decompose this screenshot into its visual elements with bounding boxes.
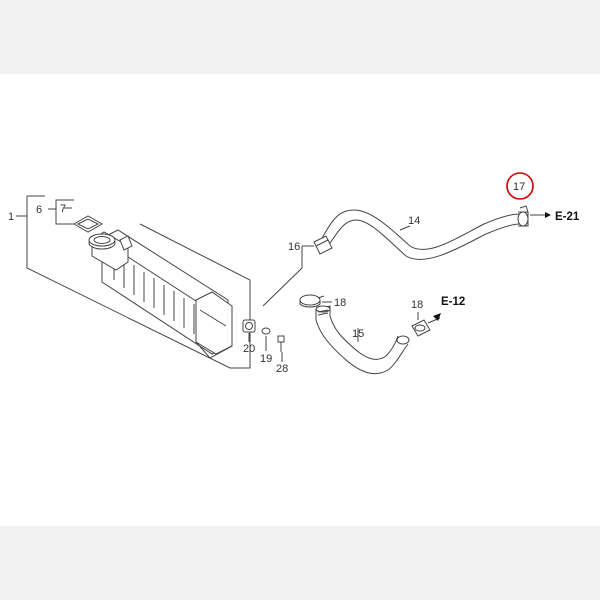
arrow-e12-icon [433, 313, 441, 321]
callout-14[interactable]: 14 [408, 215, 420, 227]
callout-15[interactable]: 15 [352, 328, 364, 340]
fan-switch[interactable] [242, 319, 256, 333]
cap-seal[interactable] [72, 215, 104, 233]
leader-16 [262, 245, 314, 307]
callout-18-left[interactable]: 18 [334, 297, 346, 309]
leader-6 [48, 199, 74, 225]
callout-19[interactable]: 19 [260, 353, 272, 365]
callout-28[interactable]: 28 [276, 363, 288, 375]
callout-17[interactable]: 17 [513, 181, 525, 193]
ref-e12[interactable]: E-12 [441, 296, 465, 308]
leader-14 [399, 225, 411, 231]
radiator-assembly[interactable] [26, 195, 251, 369]
arrow-e21-icon [545, 212, 551, 218]
callout-16[interactable]: 16 [288, 241, 300, 253]
hose-clamp-18-right[interactable] [411, 319, 431, 337]
ref-e21[interactable]: E-21 [555, 211, 580, 223]
hose-clamp-16[interactable] [313, 235, 333, 255]
hose-clamp-18-left[interactable] [299, 294, 325, 308]
callout-1[interactable]: 1 [8, 211, 14, 223]
lower-hose[interactable] [315, 305, 410, 375]
radiator-cap[interactable] [88, 233, 116, 250]
bolt[interactable] [277, 335, 285, 352]
callout-18-right[interactable]: 18 [411, 299, 423, 311]
callout-6[interactable]: 6 [36, 204, 42, 216]
washer[interactable] [261, 327, 271, 335]
top-margin-band [0, 0, 600, 74]
callout-7[interactable]: 7 [60, 203, 66, 215]
callout-20[interactable]: 20 [243, 343, 255, 355]
upper-hose[interactable] [321, 209, 521, 260]
highlight-circle [506, 172, 534, 200]
bottom-margin-band [0, 526, 600, 600]
hose-clamp-17[interactable] [517, 205, 529, 227]
